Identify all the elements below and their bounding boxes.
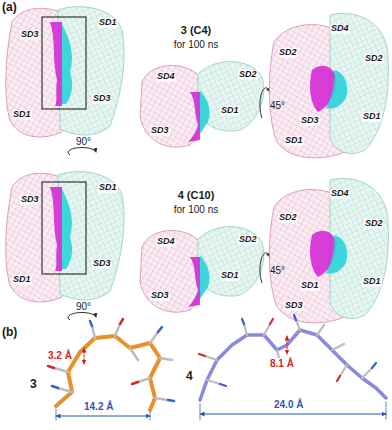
subdomain-label: SD3 (284, 301, 304, 311)
rotation-angle: 45° (270, 100, 285, 111)
view-title: 4 (C10) (178, 189, 215, 201)
subdomain-label: SD2 (278, 213, 298, 223)
distance-label: 8.1 Å (270, 358, 294, 369)
subdomain-label: SD1 (220, 271, 240, 281)
rotation-angle: 45° (270, 265, 285, 276)
subdomain-label: SD1 (98, 183, 118, 193)
interface-box (42, 17, 86, 109)
subdomain-label: SD1 (284, 136, 304, 146)
distance-label: 14.2 Å (84, 401, 113, 412)
subdomain-label: SD3 (20, 195, 40, 205)
subdomain-label: SD1 (300, 281, 320, 291)
subdomain-label: SD4 (330, 189, 350, 199)
subdomain-label: SD1 (98, 18, 118, 28)
view-title: 3 (C4) (181, 24, 212, 36)
subdomain-label: SD3 (150, 126, 170, 136)
rotation-arrow (260, 88, 270, 118)
subdomain-label: SD4 (156, 237, 176, 247)
subdomain-label: SD1 (12, 110, 32, 120)
subdomain-label: SD3 (92, 94, 112, 104)
surface-row (6, 172, 389, 323)
interface-patch (50, 22, 62, 106)
subdomain-label: SD3 (92, 259, 112, 269)
subdomain-label: SD2 (238, 70, 258, 80)
distance-label: 24.0 Å (274, 399, 303, 410)
subdomain-label: SD3 (150, 291, 170, 301)
interface-patch (326, 70, 347, 109)
subdomain-label: SD2 (364, 219, 384, 229)
rotation-angle: 90° (76, 136, 91, 147)
surface-mesh (6, 8, 62, 137)
peptide-stick-model (48, 319, 174, 421)
interface-patch (62, 24, 72, 104)
subdomain-label: SD3 (20, 30, 40, 40)
surface-row (6, 7, 389, 158)
panel-letter: (b) (2, 326, 17, 339)
peptide-stick-model (199, 315, 386, 420)
subdomain-label: SD4 (156, 72, 176, 82)
view-subtitle: for 100 ns (174, 39, 218, 50)
rotation-angle: 90° (76, 301, 91, 312)
panel-letter: (a) (2, 1, 17, 14)
subdomain-label: SD1 (12, 275, 32, 285)
subdomain-label: SD1 (220, 106, 240, 116)
distance-label: 3.2 Å (48, 350, 72, 361)
subdomain-label: SD4 (330, 24, 350, 34)
subdomain-label: SD2 (238, 235, 258, 245)
subdomain-label: SD2 (278, 48, 298, 58)
compound-number: 4 (186, 370, 193, 383)
surface-mesh (58, 7, 124, 135)
rotation-arrow (68, 147, 96, 155)
interface-patch (188, 92, 200, 142)
view-subtitle: for 100 ns (174, 204, 218, 215)
subdomain-label: SD3 (300, 116, 320, 126)
surface-mesh (140, 66, 204, 148)
subdomain-label: SD2 (364, 54, 384, 64)
interface-patch (200, 90, 210, 134)
subdomain-label: SD1 (362, 277, 382, 287)
compound-number: 3 (30, 378, 37, 391)
subdomain-label: SD1 (362, 112, 382, 122)
